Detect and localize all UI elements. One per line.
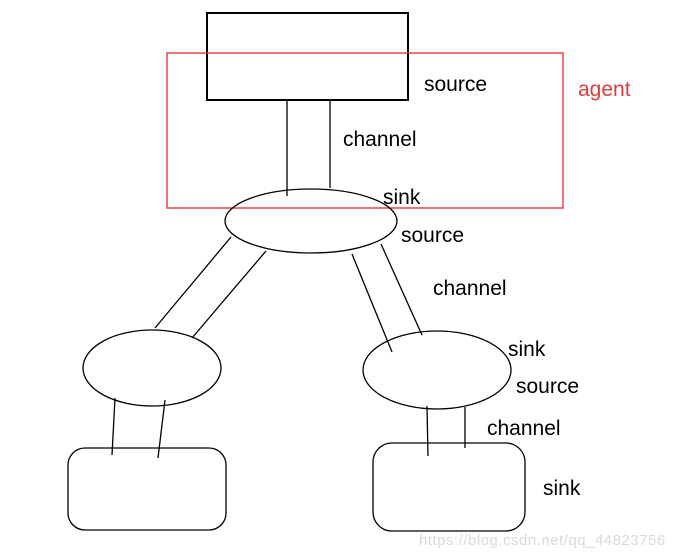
left-lower-channel-pipe-line-1 [111, 397, 116, 456]
right-channel-pipe-line-2 [380, 243, 423, 336]
label-source-top: source [424, 73, 488, 96]
agent-boundary-box [166, 52, 564, 209]
central-agent-ellipse [224, 188, 398, 254]
label-sink-mid: sink [383, 186, 421, 209]
label-channel-mid: channel [433, 277, 507, 300]
left-channel-pipe-line-2 [191, 250, 267, 339]
right-agent-ellipse [362, 330, 512, 410]
left-sink-storage-box [67, 447, 227, 531]
label-agent: agent [578, 78, 631, 101]
left-lower-channel-pipe-line-2 [157, 399, 166, 459]
left-channel-pipe-line-1 [154, 236, 232, 329]
label-source-mid: source [401, 224, 465, 247]
label-sink-bottom: sink [543, 477, 581, 500]
right-lower-channel-pipe-line-1 [426, 405, 429, 457]
csdn-watermark-text: https://blog.csdn.net/qq_44823756 [419, 532, 666, 549]
top-source-box [206, 12, 409, 101]
label-sink-right: sink [508, 338, 546, 361]
label-source-right: source [516, 375, 580, 398]
left-agent-ellipse [82, 329, 222, 407]
right-channel-pipe-line-1 [351, 253, 393, 353]
right-sink-storage-box [372, 442, 526, 532]
label-channel-right: channel [487, 417, 561, 440]
label-channel-top: channel [343, 128, 417, 151]
